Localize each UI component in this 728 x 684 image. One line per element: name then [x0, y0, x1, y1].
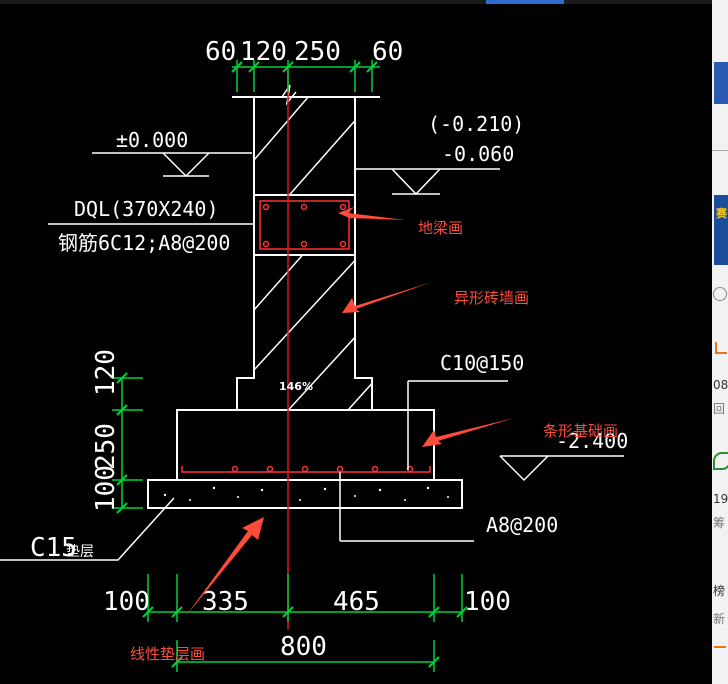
elevation-outside-text: -0.060 [442, 142, 514, 166]
strip-foundation [176, 380, 508, 481]
side-orange-mark [715, 342, 727, 354]
annotation-arrows [186, 207, 514, 616]
side-divider [712, 150, 728, 151]
dim-vertical-2: 250 [91, 423, 121, 470]
side-text-5: 榜 [713, 584, 726, 598]
elevation-ground [92, 152, 252, 178]
beam-rebar-label: 钢筋6C12;A8@200 [58, 231, 230, 255]
footing-rebar-top-label: C10@150 [440, 351, 524, 375]
dimension-lines [112, 60, 463, 672]
break-symbol [281, 84, 297, 106]
cushion-leader [0, 497, 175, 561]
side-text-1: 08 [713, 378, 728, 392]
rebar-dot [339, 240, 347, 248]
side-text-3: 19 [713, 492, 728, 506]
annotation-cushion-layer: 线性垫层画 [130, 645, 205, 663]
rebar-dot [300, 240, 308, 248]
side-panel: 赛 08 回 19 筹 榜 新 [712, 0, 728, 684]
elevation-outside-bracket-text: (-0.210) [428, 112, 524, 136]
rebar-dot [339, 203, 347, 211]
side-orange-line [714, 646, 726, 648]
dim-top-4: 60 [372, 37, 403, 67]
side-ad-block[interactable] [714, 195, 728, 265]
annotation-brick-wall: 异形砖墙画 [454, 289, 529, 307]
dim-bottom-2: 335 [202, 587, 249, 617]
dim-bottom-3: 465 [333, 587, 380, 617]
dim-vertical-3: 100 [91, 465, 121, 512]
footing-rebar-bottom-label: A8@200 [486, 513, 558, 537]
ground-beam [253, 194, 356, 256]
dim-total: 800 [280, 632, 327, 662]
ground-beam-label: DQL(370X240) [74, 197, 219, 221]
dimension-ticks [116, 61, 468, 668]
dim-top-1: 60 [205, 37, 236, 67]
rebar-dot [262, 203, 270, 211]
window-top-tab[interactable] [486, 0, 564, 4]
elevation-foundation-text: -2.400 [556, 429, 628, 453]
rebar-dot [300, 203, 308, 211]
side-gray-circle [713, 287, 727, 301]
zoom-readout: 146% [279, 380, 313, 393]
dim-bottom-1: 100 [103, 587, 150, 617]
side-text-2: 回 [713, 402, 726, 416]
dim-top-3: 250 [294, 37, 341, 67]
cushion-suffix-label: 垫层 [66, 544, 94, 560]
side-text-6: 新 [713, 612, 726, 626]
cushion-label: C15 [30, 533, 77, 563]
annotation-strip-foundation: 条形基础画 [543, 422, 618, 440]
elevation-ground-text: ±0.000 [116, 128, 188, 152]
rebar-dot [262, 240, 270, 248]
elevation-foundation [499, 455, 624, 482]
dim-vertical-1: 120 [91, 349, 121, 396]
window-top-strip [0, 0, 728, 4]
annotation-ground-beam: 地梁画 [418, 219, 463, 237]
dim-top-2: 120 [240, 37, 287, 67]
side-ad-text-1: 赛 [716, 207, 727, 220]
side-text-4: 筹 [713, 516, 726, 530]
elevation-outside [356, 168, 500, 196]
dim-bottom-4: 100 [464, 587, 511, 617]
side-banner[interactable] [714, 62, 728, 104]
side-green-leaf-icon [713, 452, 728, 470]
cushion-layer [147, 472, 474, 542]
